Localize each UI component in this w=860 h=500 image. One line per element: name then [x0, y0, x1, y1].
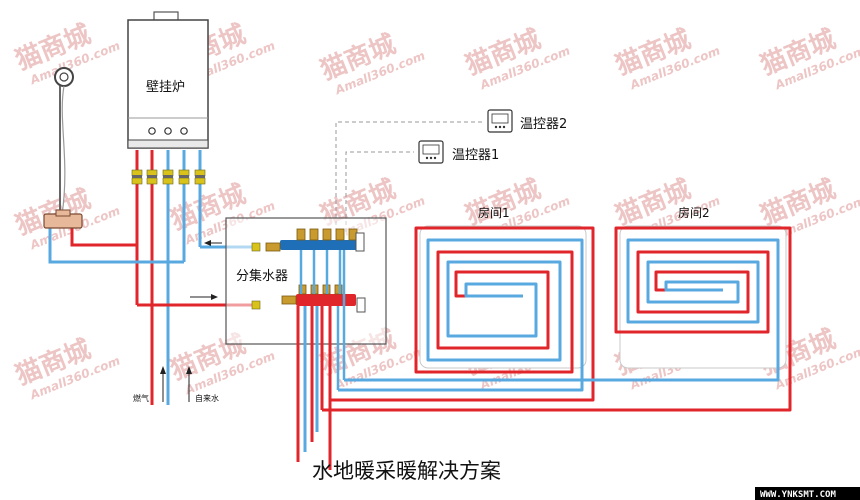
actuator-icon	[334, 284, 343, 295]
shower-hose	[61, 85, 66, 216]
up-arrow-icon	[186, 366, 192, 374]
room-2-loop: 房间2	[322, 205, 792, 412]
watermark: 猫商城 Amall360.com	[461, 24, 572, 93]
watermark: 猫商城 Amall360.com	[756, 24, 860, 93]
actuator-icon	[335, 228, 345, 241]
room-1-supply-pipe	[328, 226, 595, 470]
actuator-icon	[309, 228, 319, 241]
hot-to-shower	[70, 228, 137, 247]
thermostat-button	[494, 125, 498, 129]
return-actuators	[296, 228, 358, 241]
thermostat-button	[425, 156, 429, 160]
thermostat-button	[429, 156, 433, 160]
room-1-return-pipe	[338, 238, 584, 392]
watermark: 猫商城 Amall360.com	[11, 334, 122, 403]
actuator-icon	[322, 228, 332, 241]
watermark: 猫商城 Amall360.com	[611, 24, 722, 93]
controller-icon	[355, 232, 365, 252]
manifold-box: 分集水器	[190, 217, 387, 390]
valve-icon	[131, 169, 143, 185]
shower	[43, 67, 83, 229]
controller-icon	[356, 297, 366, 313]
up-arrow-icon	[160, 366, 166, 374]
boiler-knob-icon	[180, 127, 188, 135]
actuator-icon	[296, 228, 306, 241]
boiler-base	[127, 139, 209, 149]
boiler-knob-icon	[164, 127, 172, 135]
watermark: 猫商城 Amall360.com	[316, 29, 427, 98]
footer-bar	[755, 487, 860, 500]
thermostat-wiring	[335, 121, 482, 232]
outlet-pipes	[296, 306, 332, 462]
manifold-valve-icon	[251, 242, 261, 252]
boiler-label: 壁挂炉	[146, 80, 185, 95]
cold-to-shower	[48, 228, 184, 264]
thermostat-1-wire	[345, 151, 414, 232]
actuator-icon	[298, 284, 307, 295]
thermostat-2: 温控器2	[487, 109, 567, 133]
return-manifold-bar	[280, 240, 360, 250]
room-2-outline	[619, 225, 787, 369]
manifold-fitting	[281, 295, 297, 305]
footer-text: WWW.YNKSMT.COM	[760, 490, 836, 500]
valve-icon	[146, 169, 158, 185]
mixer-handle	[55, 209, 71, 217]
room-2-supply-pipe	[322, 226, 792, 412]
boiler-knob-icon	[148, 127, 156, 135]
manifold-fitting	[265, 242, 281, 252]
thermostat-1-label: 温控器1	[452, 148, 499, 163]
valve-icon	[178, 169, 190, 185]
thermostat-button	[433, 156, 437, 160]
wall-boiler: 壁挂炉	[127, 11, 209, 149]
room-1-loop: 房间1	[328, 205, 595, 470]
manifold-valve-icon	[251, 300, 261, 310]
boiler-valves	[131, 169, 206, 185]
supply-manifold-bar	[296, 294, 356, 306]
left-arrow-icon	[204, 240, 211, 246]
right-arrow-icon	[211, 294, 218, 300]
room-2-label: 房间2	[678, 205, 710, 220]
shower-head-inner	[59, 72, 69, 82]
footer: WWW.YNKSMT.COM	[755, 487, 860, 500]
boiler-pipes	[48, 150, 260, 405]
manifold-branches	[299, 250, 346, 390]
room-2-return-pipe	[344, 238, 780, 382]
thermostat-button	[502, 125, 506, 129]
thermostat-screen	[491, 113, 509, 124]
supply-inlets: 燃气 自来水	[133, 366, 219, 403]
water-label: 自来水	[195, 393, 219, 403]
valve-icon	[194, 169, 206, 185]
thermostat-2-wire	[335, 121, 482, 232]
thermostat-1: 温控器1	[418, 140, 499, 164]
gas-label: 燃气	[133, 393, 149, 403]
diagram-title: 水地暖采暖解决方案	[312, 459, 501, 483]
thermostat-button	[498, 125, 502, 129]
thermostat-screen	[422, 144, 440, 155]
room-1-label: 房间1	[478, 205, 510, 220]
thermostat-2-label: 温控器2	[520, 117, 567, 132]
manifold-label: 分集水器	[236, 268, 288, 284]
valve-icon	[162, 169, 174, 185]
